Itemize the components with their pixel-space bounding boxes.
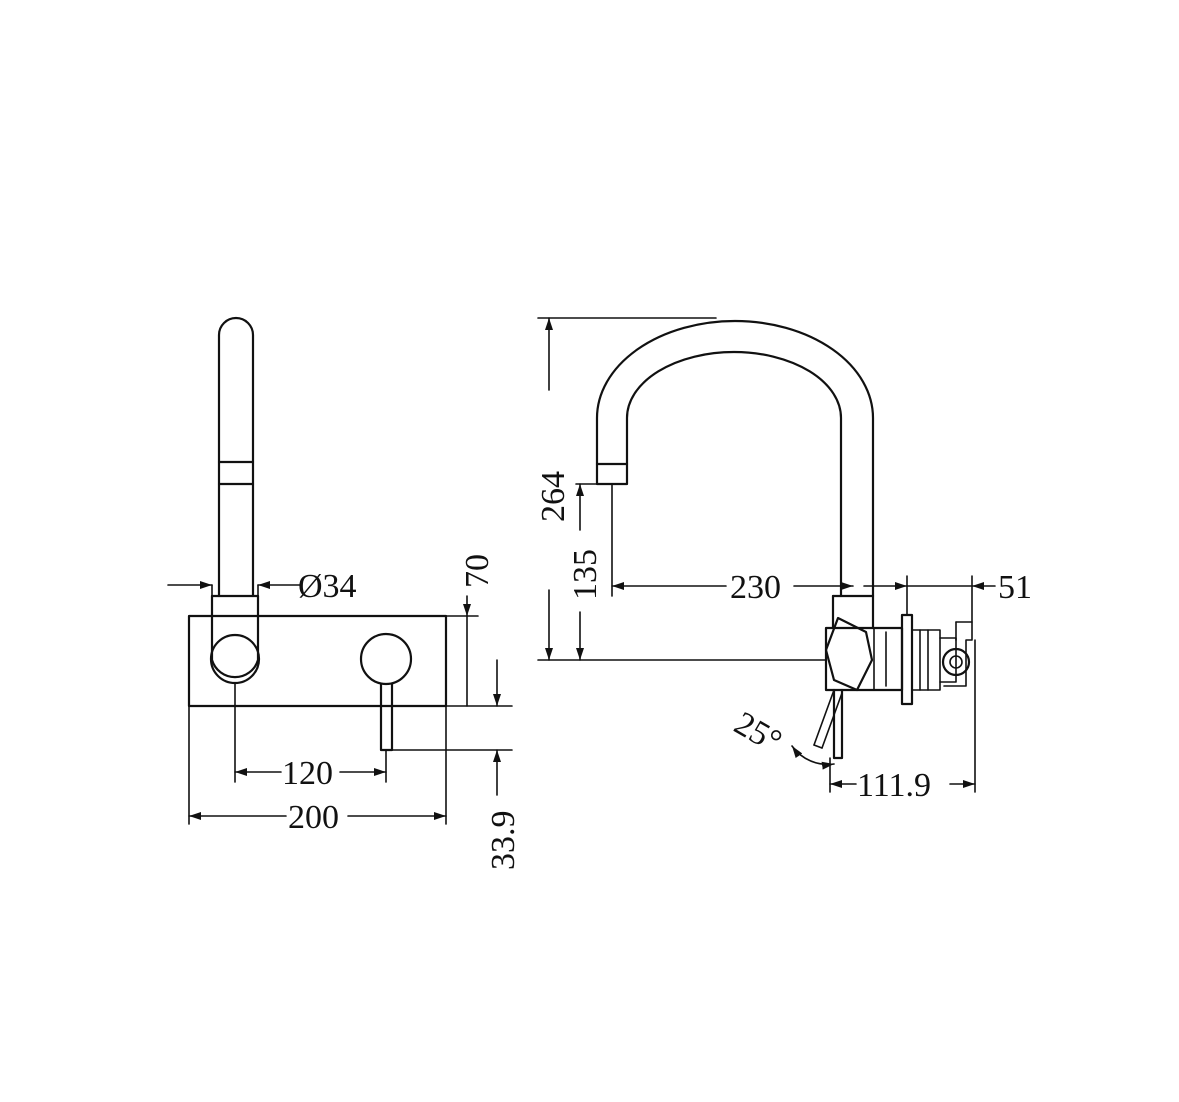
dim-lever-drop: 33.9	[391, 749, 522, 871]
label-spout-diameter: Ø34	[298, 568, 357, 605]
dim-plate-width: 200	[188, 705, 447, 836]
label-plate-width: 200	[288, 799, 339, 836]
label-overall-height: 264	[535, 471, 572, 522]
side-view: 264 135 230 51	[535, 317, 1032, 804]
side-lever	[813, 688, 844, 760]
dim-overall-height: 264	[535, 317, 827, 661]
label-lever-projection: 111.9	[857, 767, 931, 804]
dim-outlet-height: 135	[567, 483, 604, 661]
label-outlet-height: 135	[567, 549, 604, 600]
label-lever-angle: 25°	[728, 705, 788, 761]
side-valve-body	[824, 613, 973, 706]
dim-lever-projection: 111.9	[829, 639, 976, 804]
front-view: Ø34 70 33.9 120	[167, 316, 522, 871]
dim-spout-reach: 230	[611, 483, 854, 606]
front-mixer-handle	[359, 632, 413, 752]
label-outlet-spacing: 120	[282, 755, 333, 792]
label-spout-reach: 230	[730, 569, 781, 606]
label-lever-drop: 33.9	[485, 811, 522, 871]
label-plate-height: 70	[459, 554, 496, 588]
side-gooseneck-spout	[595, 319, 875, 630]
front-spout	[210, 316, 260, 618]
dim-spout-diameter: Ø34	[167, 568, 357, 605]
label-body-depth: 51	[998, 569, 1032, 606]
dim-body-depth: 51	[863, 569, 1032, 623]
dim-plate-height: 70	[445, 554, 513, 707]
dim-outlet-spacing: 120	[234, 683, 387, 792]
front-wall-plate	[187, 614, 448, 708]
front-spout-base	[209, 614, 261, 685]
